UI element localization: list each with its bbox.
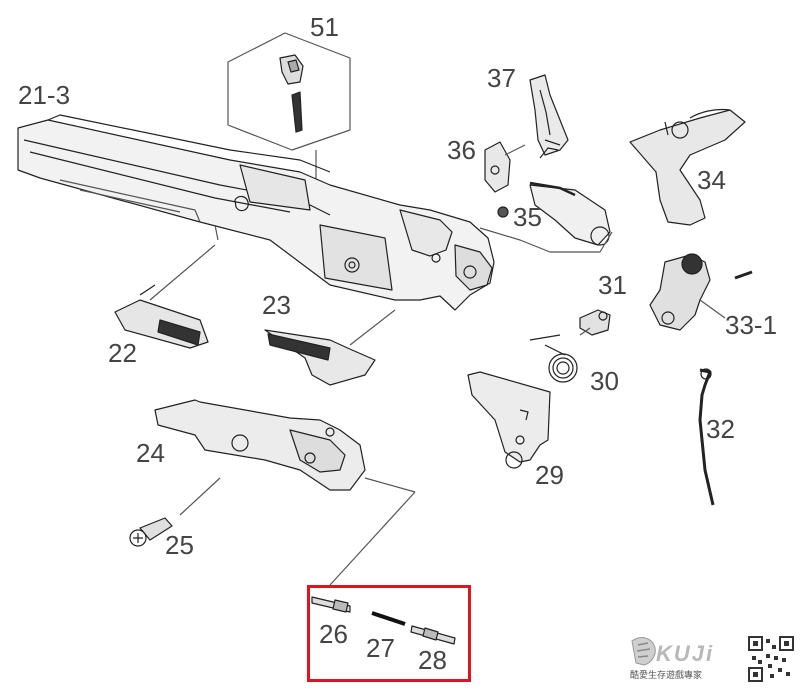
- part-33-1-hammer: [649, 253, 753, 331]
- label-35: 35: [513, 202, 542, 232]
- highlight-box-parts-26-28: [307, 585, 471, 682]
- part-35: [479, 181, 613, 253]
- label-36: 36: [447, 135, 476, 165]
- part-29-housing: [467, 371, 551, 469]
- qr-code-icon: [748, 636, 794, 682]
- label-27: 27: [366, 633, 395, 663]
- part-51-callout: [227, 32, 351, 185]
- label-26: 26: [319, 619, 348, 649]
- part-37: [529, 74, 569, 159]
- label-23: 23: [262, 290, 291, 320]
- label-31: 31: [598, 270, 627, 300]
- part-22: [114, 244, 216, 349]
- brand-tagline: 酷愛生存遊戲專家: [630, 671, 703, 681]
- part-31: [579, 309, 611, 336]
- label-24: 24: [136, 438, 165, 468]
- label-25: 25: [165, 530, 194, 560]
- kuji-logo-icon: [631, 637, 656, 666]
- part-34-trigger: [629, 108, 746, 226]
- part-23: [264, 309, 396, 386]
- part-25-screw: [129, 517, 173, 547]
- label-51: 51: [310, 12, 339, 42]
- part-32-rod: [698, 368, 715, 506]
- label-33-1: 33-1: [725, 310, 778, 340]
- part-21-3-frame: [17, 114, 495, 311]
- label-28: 28: [418, 645, 447, 675]
- label-30: 30: [590, 366, 619, 396]
- part-36: [484, 141, 526, 193]
- part-30-spring: [529, 327, 591, 383]
- part-24-housing: [154, 399, 416, 586]
- label-32: 32: [706, 414, 735, 444]
- brand-wordmark: KUJi: [656, 641, 715, 666]
- label-21-3: 21-3: [18, 80, 71, 110]
- label-29: 29: [535, 460, 564, 490]
- label-37: 37: [487, 63, 516, 93]
- parts-26-27-28: [311, 596, 456, 645]
- label-34: 34: [697, 165, 726, 195]
- label-22: 22: [108, 338, 137, 368]
